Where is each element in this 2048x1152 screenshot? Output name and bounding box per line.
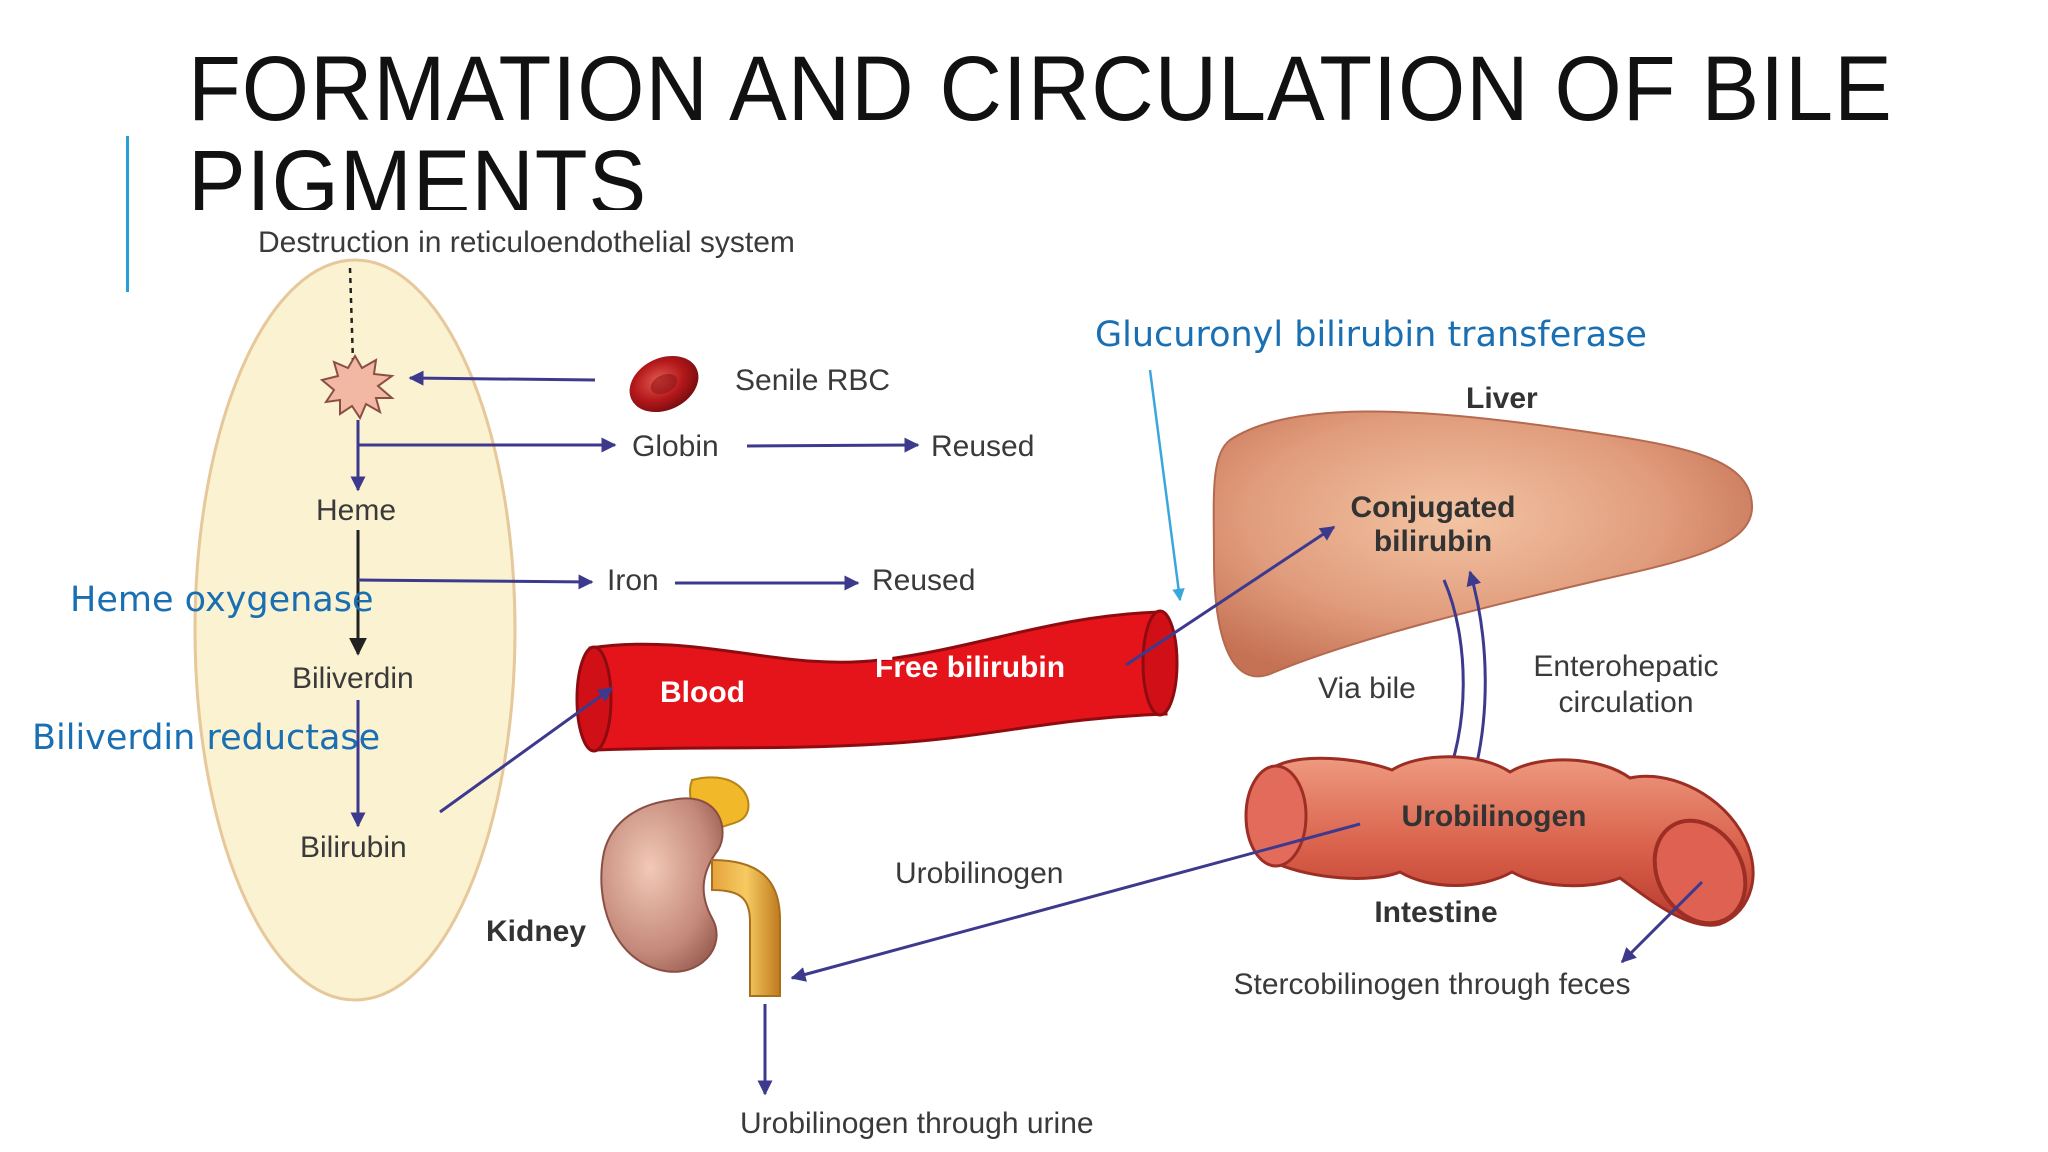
glucuronyl-transferase-label: Glucuronyl bilirubin transferase [1095,315,1647,355]
ruptured-rbc-icon [319,354,395,421]
liver-label: Liver [1466,382,1538,415]
intestine-shape [1270,755,1755,927]
intestine-label: Intestine [1374,896,1497,929]
globin-reused-label: Reused [931,430,1034,463]
liver-shape [1212,410,1754,678]
urobilinogen-intestine-label: Urobilinogen [1402,800,1587,833]
kidney-label: Kidney [486,915,586,948]
iron-arrow [357,574,594,590]
senile-rbc-label: Senile RBC [735,364,890,397]
blood-vessel [588,610,1168,752]
reticuloendothelial-label: Destruction in reticuloendothelial syste… [258,226,795,259]
urobilinogen-arrow-label: Urobilinogen [895,857,1063,890]
bilirubin-label: Bilirubin [300,831,407,864]
blood-label: Blood [660,676,745,709]
iron-reused-label: Reused [872,564,975,597]
globin-reused-arrow [746,437,920,453]
enterohepatic-line2: circulation [1558,686,1693,719]
ureter-shape [711,858,781,997]
biliverdin-label: Biliverdin [292,662,414,695]
kidney-shape [600,797,724,973]
blood-to-liver-arrow [1125,525,1336,667]
heme-label: Heme [316,494,396,527]
urobilinogen-to-kidney-arrow [790,822,1361,982]
rbc-to-burst-arrow [408,370,596,386]
globin-label: Globin [632,430,719,463]
urine-label: Urobilinogen through urine [740,1107,1094,1140]
stercobilinogen-label: Stercobilinogen through feces [1234,968,1631,1001]
heme-oxygenase-label: Heme oxygenase [70,580,374,620]
intestine-to-feces-arrow [1620,880,1704,964]
title-accent-bar [126,136,129,292]
glucuronyl-pointer [1148,369,1185,602]
conjugated-bilirubin-line1: Conjugated [1351,491,1516,524]
slide-title: FORMATION AND CIRCULATION OF BILE PIGMEN… [188,42,1893,210]
bilirubin-to-blood-arrow [439,686,614,814]
conjugated-bilirubin-line2: bilirubin [1374,525,1492,558]
via-bile-label: Via bile [1318,672,1416,705]
free-bilirubin-label: Free bilirubin [875,651,1065,684]
iron-label: Iron [607,564,659,597]
enterohepatic-line1: Enterohepatic [1533,650,1718,683]
biliverdin-reductase-label: Biliverdin reductase [32,718,380,758]
